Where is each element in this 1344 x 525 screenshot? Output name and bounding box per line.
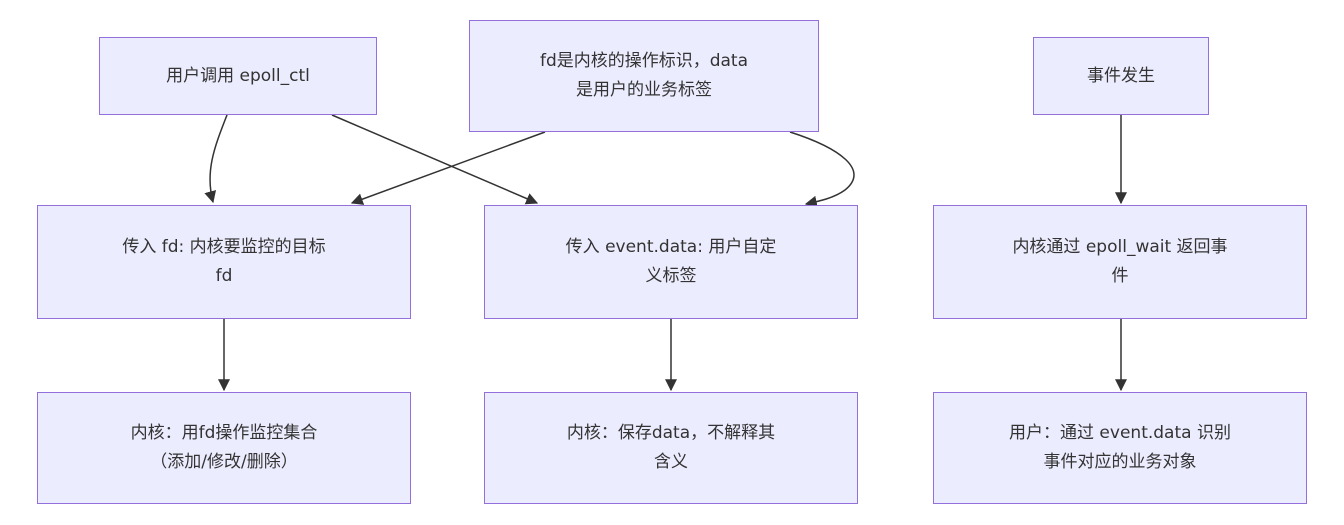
node-line: fd是内核的操作标识，data (539, 51, 749, 71)
node-line: 用户：通过 event.data 识别 (1009, 423, 1231, 443)
node-line: 传入 fd: 内核要监控的目标 (122, 237, 326, 257)
node-line: 用户调用 epoll_ctl (166, 65, 310, 86)
node-pass-fd: 传入 fd: 内核要监控的目标 fd (37, 205, 411, 319)
node-line: 义标签 (645, 266, 697, 286)
node-user-identify-object: 用户：通过 event.data 识别 事件对应的业务对象 (933, 392, 1307, 504)
edge-user-call-to-pass-fd (204, 114, 228, 204)
edge-fd-note-to-pass-data (789, 131, 855, 208)
node-line: 事件对应的业务对象 (1043, 452, 1197, 472)
node-line: 件 (1111, 266, 1129, 286)
node-kernel-epoll-wait: 内核通过 epoll_wait 返回事 件 (933, 205, 1307, 319)
edge-user-call-to-pass-data (331, 114, 539, 205)
node-line: 内核：用fd操作监控集合 (130, 423, 318, 443)
node-kernel-fd-operations: 内核：用fd操作监控集合 （添加/修改/删除） (37, 392, 411, 504)
node-kernel-save-data: 内核：保存data，不解释其 含义 (484, 392, 858, 504)
node-line: 事件发生 (1087, 65, 1155, 86)
node-line: 是用户的业务标签 (575, 80, 712, 100)
node-line: 内核通过 epoll_wait 返回事 (1012, 237, 1228, 257)
node-line: （添加/修改/删除） (150, 452, 298, 472)
node-line: 内核：保存data，不解释其 (566, 423, 776, 443)
node-line: 含义 (653, 452, 688, 472)
edge-fd-note-to-pass-fd (350, 131, 546, 205)
node-pass-event-data: 传入 event.data: 用户自定 义标签 (484, 205, 858, 319)
node-event-occurs: 事件发生 (1033, 37, 1209, 115)
node-line: fd (215, 266, 233, 286)
node-line: 传入 event.data: 用户自定 (565, 237, 777, 257)
node-user-call-epoll-ctl: 用户调用 epoll_ctl (99, 37, 377, 115)
node-fd-data-note: fd是内核的操作标识，data 是用户的业务标签 (469, 20, 819, 132)
